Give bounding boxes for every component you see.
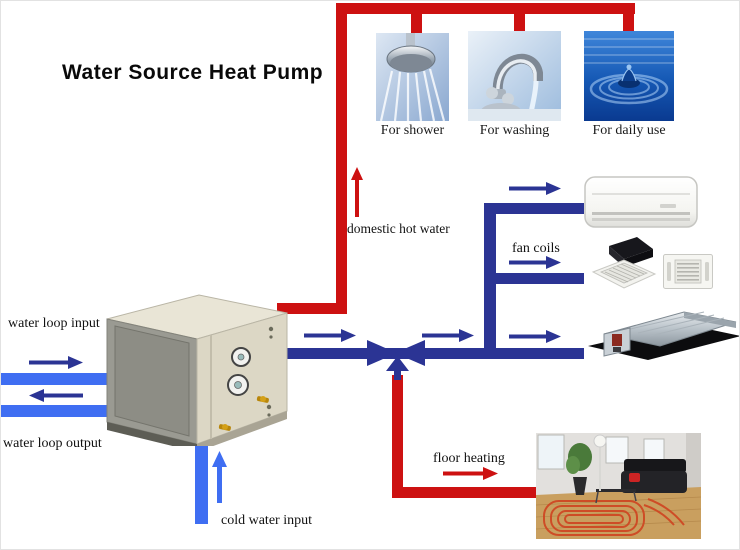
flow-arrow-icon	[509, 256, 561, 269]
chw-pipe-distribution-riser	[484, 203, 496, 359]
flow-arrow-icon	[509, 182, 561, 195]
floor-heating-arrow-icon	[443, 467, 498, 480]
cassette-fan-coil-photo	[591, 237, 657, 289]
hot-pipe-left-riser	[336, 3, 347, 314]
washing-photo	[468, 31, 561, 121]
flow-arrow-icon	[509, 330, 561, 343]
mixing-valve-icon	[367, 340, 425, 366]
cold-water-up-arrow-icon	[212, 451, 227, 503]
label-domestic-hot-water: domestic hot water	[347, 221, 450, 236]
diagram-title: Water Source Heat Pump	[62, 61, 324, 84]
hot-pipe-top-horizontal	[336, 3, 635, 14]
chw-pipe-branch-cassette	[496, 273, 584, 284]
cold-water-input-pipe	[195, 439, 208, 524]
junction-up-arrow-icon	[386, 356, 409, 380]
shower-photo	[376, 33, 449, 121]
hot-pipe-floor-riser	[392, 375, 403, 498]
hot-pipe-branch-shower	[411, 14, 422, 38]
ducted-fan-coil-photo	[588, 311, 739, 360]
water-loop-input-pipe	[1, 373, 107, 385]
domestic-hot-water-arrow-icon	[351, 167, 363, 217]
chw-pipe-branch-wall-ac	[496, 203, 584, 214]
hot-pipe-to-unit	[277, 303, 342, 314]
label-water-loop-output: water loop output	[3, 436, 102, 451]
chw-pipe-main-horizontal	[281, 348, 584, 359]
outlet-caption-daily-use: For daily use	[592, 123, 666, 138]
wall-ac-photo	[584, 176, 698, 228]
daily-use-photo	[584, 31, 674, 121]
label-fan-coils: fan coils	[512, 241, 560, 256]
flow-arrow-icon	[304, 329, 356, 342]
hot-pipe-branch-washing	[514, 14, 525, 35]
label-floor-heating: floor heating	[433, 451, 505, 466]
water-loop-output-arrow-icon	[29, 389, 83, 402]
floor-heating-room-photo	[536, 433, 701, 539]
water-loop-input-arrow-icon	[29, 356, 83, 369]
hot-pipe-branch-daily	[623, 14, 634, 38]
label-cold-water-input: cold water input	[221, 513, 312, 528]
hot-pipe-floor-horizontal	[392, 487, 538, 498]
water-loop-output-pipe	[1, 405, 107, 417]
cassette-fan-coil-small-photo	[663, 254, 713, 289]
heat-pump-unit-photo	[106, 294, 288, 446]
outlet-caption-washing: For washing	[479, 123, 550, 138]
outlet-caption-shower: For shower	[380, 123, 445, 138]
flow-arrow-icon	[422, 329, 474, 342]
label-water-loop-input: water loop input	[8, 316, 100, 331]
